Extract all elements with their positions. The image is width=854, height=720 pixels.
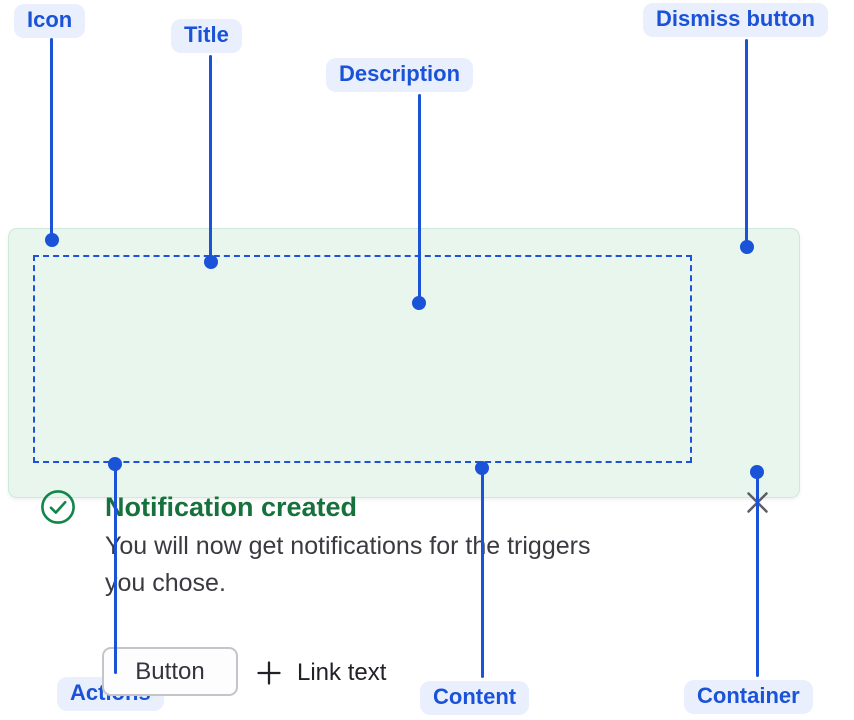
plus-icon [255,659,283,687]
notification-container: Notification created You will now get no… [8,228,800,696]
callout-dot-container [750,465,764,479]
callout-line-description [418,94,421,301]
callout-line-title [209,55,212,260]
content-region-outline [33,255,692,463]
callout-dot-description [412,296,426,310]
callout-line-actions [114,466,117,674]
callout-dot-content [475,461,489,475]
notification-link-label: Link text [297,659,387,686]
callout-dot-dismiss [740,240,754,254]
callout-label-container: Container [684,680,813,714]
callout-dot-actions [108,457,122,471]
callout-line-icon [50,38,53,238]
callout-dot-icon [45,233,59,247]
callout-label-description: Description [326,58,474,92]
callout-dot-title [204,255,218,269]
callout-line-content [481,470,484,678]
callout-label-icon: Icon [14,4,86,38]
notification-action-button[interactable]: Button [102,647,238,696]
callout-label-title: Title [171,19,242,53]
callout-line-container [756,474,759,677]
notification-action-link[interactable]: Link text [255,659,386,687]
callout-line-dismiss [745,39,748,245]
notification-description: You will now get notifications for the t… [105,532,591,597]
callout-label-dismiss-button: Dismiss button [643,3,828,37]
notification-title: Notification created [105,492,358,522]
check-circle-icon [40,489,76,525]
callout-label-content: Content [420,681,530,715]
